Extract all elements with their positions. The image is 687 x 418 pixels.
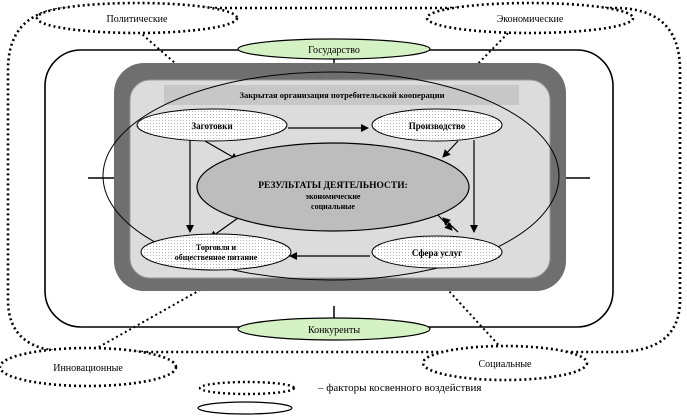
results-title: РЕЗУЛЬТАТЫ ДЕЯТЕЛЬНОСТИ: [258, 181, 408, 191]
innovation-label: Инновационные [53, 363, 123, 374]
legend-text: – факторы косвенного воздействия [317, 382, 481, 394]
organization-title-bar [164, 85, 519, 105]
organization-boundary [102, 71, 560, 281]
economic-ellipse [425, 1, 635, 35]
legend-solid-ellipse [197, 401, 293, 415]
social-label: Социальные [479, 359, 533, 370]
results-ellipse [196, 142, 470, 232]
legend-dotted-ellipse [198, 380, 296, 396]
economic-label: Экономические [497, 14, 564, 25]
results-social: социальные [311, 202, 355, 211]
trade-label-line2: общественное питание [175, 253, 258, 262]
results-economic: экономические [306, 192, 361, 201]
state-label: Государство [308, 45, 360, 56]
procurement-label: Заготовки [191, 121, 232, 131]
connector-innovation [89, 289, 201, 353]
competitors-label: Конкуренты [308, 325, 360, 336]
political-label: Политические [107, 14, 169, 25]
political-ellipse [35, 1, 239, 35]
services-ellipse [371, 235, 503, 269]
procurement-ellipse [136, 108, 288, 142]
services-label: Сфера услуг [412, 248, 462, 258]
production-ellipse [371, 108, 503, 142]
production-label: Производство [409, 121, 466, 131]
competitors-ellipse [237, 317, 431, 341]
trade-ellipse [140, 233, 292, 271]
arrow-results-services-2 [442, 217, 459, 233]
innovation-ellipse [0, 346, 178, 388]
trade-label: Торговля и [196, 243, 237, 252]
connector-social [447, 289, 506, 353]
indirect-factors-loop [6, 6, 682, 354]
organization-title: Закрытая организация потребительской коо… [240, 91, 445, 100]
social-ellipse [421, 344, 589, 382]
state-ellipse [237, 38, 431, 60]
arrow-production-results [442, 140, 459, 158]
